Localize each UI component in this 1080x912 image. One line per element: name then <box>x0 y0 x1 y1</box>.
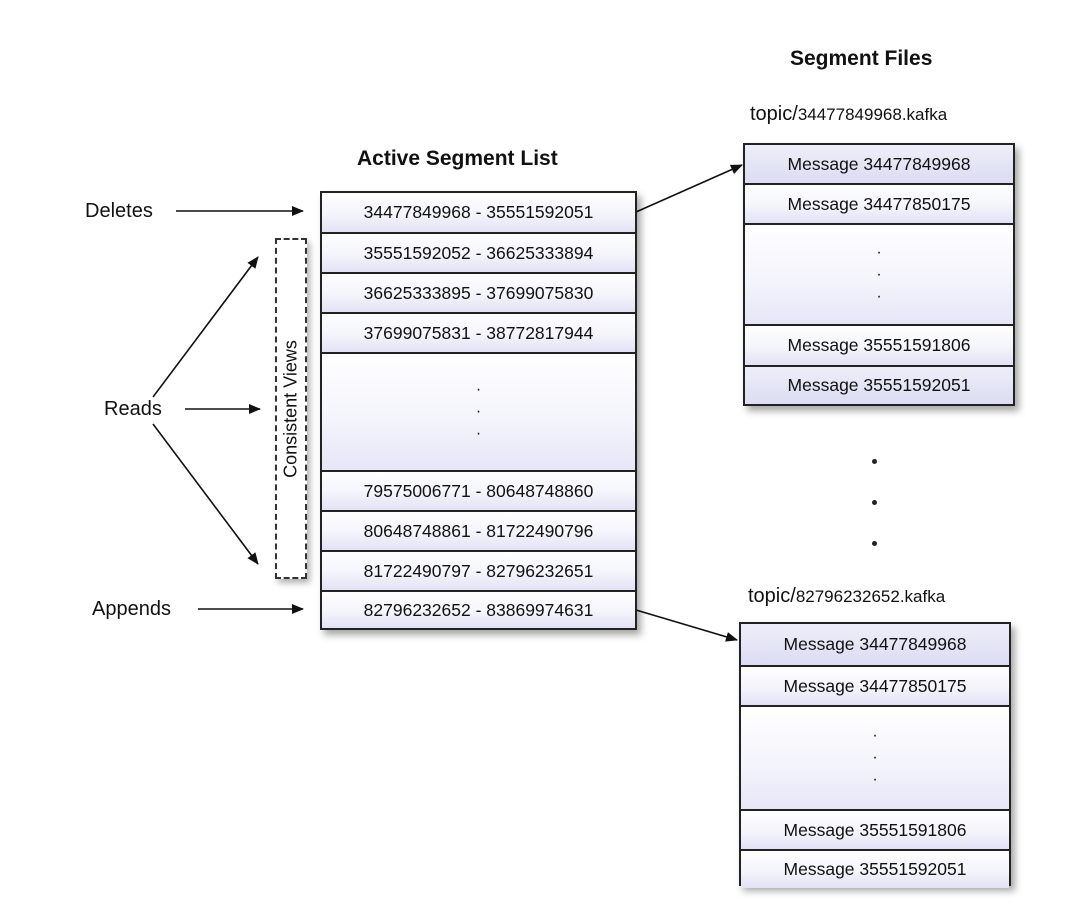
active-segment-list-title: Active Segment List <box>357 147 558 170</box>
file-prefix: topic/ <box>748 585 796 607</box>
segment-file-name: topic/34477849968.kafka <box>750 103 947 126</box>
ellipsis-dot <box>872 500 877 505</box>
segment-file-name: topic/82796232652.kafka <box>748 585 945 608</box>
message-row: Message 35551592051 <box>745 367 1013 404</box>
segment-range-row: 37699075831 - 38772817944 <box>322 314 635 354</box>
reads-arrow-down <box>152 423 259 565</box>
segment-range-row: 36625333895 - 37699075830 <box>322 274 635 314</box>
message-row: Message 34477850175 <box>745 185 1013 225</box>
segment-range-row: 79575006771 - 80648748860 <box>322 472 635 512</box>
ellipsis-dot <box>872 541 877 546</box>
message-row: Message 34477849968 <box>745 145 1013 185</box>
appends-label: Appends <box>92 598 171 620</box>
deletes-label: Deletes <box>85 200 153 222</box>
file-offset: 82796232652 <box>795 587 900 606</box>
ellipsis-row: ··· <box>745 225 1013 326</box>
segment-file-box: Message 34477849968 Message 34477850175 … <box>743 143 1015 406</box>
message-row: Message 35551591806 <box>745 326 1013 367</box>
message-row: Message 34477850175 <box>741 667 1009 707</box>
consistent-views-label: Consistent Views <box>280 339 301 478</box>
message-row: Message 35551592051 <box>741 851 1009 888</box>
ellipsis-dot <box>872 459 877 464</box>
reads-label: Reads <box>104 398 162 420</box>
file-suffix: .kafka <box>899 587 946 606</box>
segment-file-box: Message 34477849968 Message 34477850175 … <box>739 622 1011 888</box>
message-row: Message 35551591806 <box>741 811 1009 851</box>
segment-range-row: 81722490797 - 82796232651 <box>322 552 635 592</box>
file-offset: 34477849968 <box>797 105 902 124</box>
segment-range-row: 35551592052 - 36625333894 <box>322 234 635 274</box>
last-segment-file-arrow <box>635 609 738 642</box>
file-prefix: topic/ <box>750 103 798 125</box>
segment-range-row: 80648748861 - 81722490796 <box>322 512 635 552</box>
segment-range-row: 82796232652 - 83869974631 <box>322 592 635 628</box>
reads-arrow-up <box>152 256 259 398</box>
first-segment-file-arrow <box>635 164 743 213</box>
ellipsis-row: ··· <box>741 707 1009 811</box>
active-segment-list: 34477849968 - 35551592051 35551592052 - … <box>320 191 637 630</box>
message-row: Message 34477849968 <box>741 624 1009 667</box>
segment-files-title: Segment Files <box>790 47 933 70</box>
consistent-views-box: Consistent Views <box>275 238 307 579</box>
ellipsis-row: ··· <box>322 354 635 472</box>
file-suffix: .kafka <box>901 105 948 124</box>
segment-range-row: 34477849968 - 35551592051 <box>322 193 635 234</box>
